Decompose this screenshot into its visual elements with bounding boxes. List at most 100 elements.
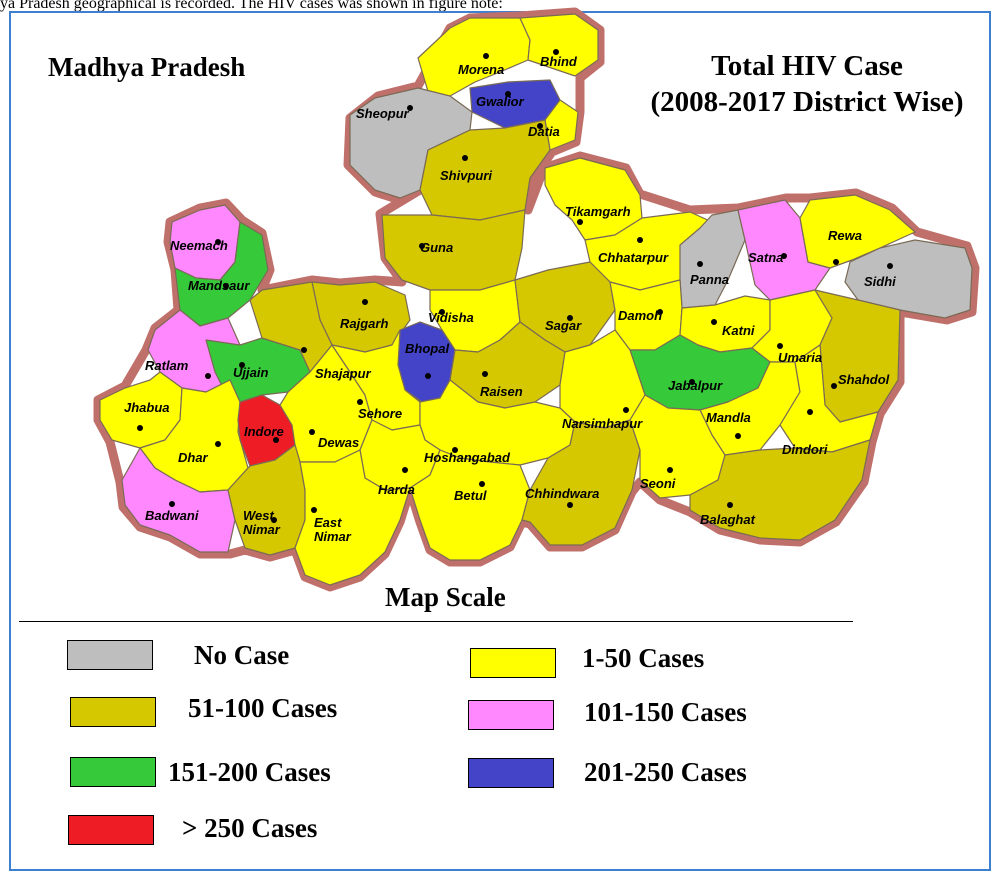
district-hq-dot-bhopal	[425, 373, 431, 379]
district-hq-dot-badwani	[169, 501, 175, 507]
district-label-bhopal: Bhopal	[405, 341, 449, 356]
figure-caption: ya Pradesh geographical is recorded. The…	[0, 0, 503, 12]
district-hq-dot-sidhi	[887, 263, 893, 269]
district-sidhi	[844, 239, 973, 319]
district-hq-dot-guna	[419, 243, 425, 249]
district-hq-dot-satna	[781, 253, 787, 259]
district-label-umaria: Umaria	[778, 350, 822, 365]
district-label-morena: Morena	[458, 62, 504, 77]
district-hq-dot-datia	[537, 123, 543, 129]
scale-title: Map Scale	[385, 582, 506, 612]
district-east-nimar	[294, 449, 411, 586]
district-label-jhabua: Jhabua	[124, 400, 170, 415]
map-title: Total HIV Case (2008-2017 District Wise)	[612, 48, 1001, 120]
district-label-sagar: Sagar	[545, 318, 582, 333]
legend-label-101-150: 101-150 Cases	[584, 697, 747, 727]
district-label-jabalpur: Jabalpur	[668, 378, 723, 393]
district-label-sehore: Sehore	[358, 406, 402, 421]
district-bhind	[519, 13, 599, 77]
district-hq-dot-raisen	[482, 371, 488, 377]
district-hq-dot-panna	[697, 261, 703, 267]
district-label-shahdol: Shahdol	[838, 372, 890, 387]
legend-swatch-201-250	[468, 758, 554, 788]
district-label-rajgarh: Rajgarh	[340, 316, 388, 331]
district-label-harda: Harda	[378, 482, 415, 497]
district-hq-dot-jabalpur	[689, 379, 695, 385]
district-hq-dot-vidisha	[439, 309, 445, 315]
legend-label-no-case: No Case	[194, 640, 290, 670]
district-chhindwara	[521, 419, 641, 546]
district-label-dewas: Dewas	[318, 435, 359, 450]
district-label-seoni: Seoni	[640, 476, 676, 491]
district-label-dhar: Dhar	[178, 450, 209, 465]
district-label-raisen: Raisen	[480, 384, 523, 399]
district-rewa	[799, 194, 916, 269]
district-hq-dot-jhabua	[137, 425, 143, 431]
district-label-tikamgarh: Tikamgarh	[565, 204, 631, 219]
state-boundary	[93, 7, 980, 592]
legend-swatch-1-50	[470, 648, 556, 678]
district-label-shivpuri: Shivpuri	[440, 168, 492, 183]
district-hq-dot-gwalior	[505, 91, 511, 97]
district-label-neemach: Neemach	[170, 238, 228, 253]
district-label-hoshangabad: Hoshangabad	[424, 450, 511, 465]
district-hq-dot-tikamgarh	[577, 219, 583, 225]
district-label-mandla: Mandla	[706, 410, 751, 425]
district-label-satna: Satna	[748, 250, 783, 265]
district-label-bhind: Bhind	[540, 54, 578, 69]
legend-label-151-200: 151-200 Cases	[168, 757, 331, 787]
district-hq-dot-harda	[402, 467, 408, 473]
district-shivpuri	[419, 119, 551, 221]
district-label-sidhi: Sidhi	[864, 274, 896, 289]
district-badwani	[121, 447, 236, 553]
district-hq-dot-ujjain	[239, 362, 245, 368]
district-hq-dot-ratlam	[205, 373, 211, 379]
district-hq-dot-morena	[483, 53, 489, 59]
district-hq-dot-umaria	[777, 343, 783, 349]
legend-swatch-51-100	[70, 697, 156, 727]
district-label-betul: Betul	[454, 488, 487, 503]
district-hq-dot-seoni	[667, 467, 673, 473]
district-label-panna: Panna	[690, 272, 729, 287]
district-hq-dot-chhindwara	[567, 502, 573, 508]
map-title-line-1: Total HIV Case	[711, 50, 903, 82]
legend-label-51-100: 51-100 Cases	[188, 693, 338, 723]
legend-swatch-101-150	[468, 700, 554, 730]
district-hq-dot-dhar	[215, 441, 221, 447]
legend-label-1-50: 1-50 Cases	[582, 643, 705, 673]
district-hq-dot-mandla	[735, 433, 741, 439]
district-satna	[737, 199, 831, 301]
district-label-vidisha: Vidisha	[428, 310, 474, 325]
state-title: Madhya Pradesh	[48, 52, 246, 82]
legend-swatch-151-200	[70, 757, 156, 787]
legend-swatch-over-250	[68, 815, 154, 845]
map-frame	[9, 11, 991, 871]
district-hq-dot-shahdol	[831, 383, 837, 389]
district-label-mandsaur: Mandsaur	[188, 278, 250, 293]
district-label-indore: Indore	[244, 424, 284, 439]
district-labels: MorenaBhindGwaliorSheopurDatiaShivpuriGu…	[124, 49, 896, 544]
district-label-ujjain: Ujjain	[233, 365, 268, 380]
district-hq-dot-neemach	[215, 239, 221, 245]
map-title-line-2: (2008-2017 District Wise)	[650, 86, 964, 118]
district-regions	[93, 7, 980, 592]
legend-label-over-250: > 250 Cases	[182, 813, 318, 843]
district-hq-dot-shivpuri	[462, 155, 468, 161]
district-label-chhatarpur: Chhatarpur	[598, 250, 669, 265]
district-hq-dot-narsimhapur	[623, 407, 629, 413]
district-label-balaghat: Balaghat	[700, 512, 756, 527]
district-hq-dot-balaghat	[727, 502, 733, 508]
district-hq-dot-shajapur	[301, 347, 307, 353]
district-balaghat	[689, 439, 871, 541]
district-hq-dot-east-nimar	[311, 507, 317, 513]
district-hq-dot-rajgarh	[362, 299, 368, 305]
district-hq-dot-chhatarpur	[637, 237, 643, 243]
district-hq-dot-sagar	[567, 315, 573, 321]
district-hq-dot-damoh	[657, 309, 663, 315]
district-label-guna: Guna	[420, 240, 453, 255]
district-label-chhindwara: Chhindwara	[525, 486, 599, 501]
district-label-badwani: Badwani	[145, 508, 199, 523]
district-hq-dot-mandsaur	[223, 283, 229, 289]
